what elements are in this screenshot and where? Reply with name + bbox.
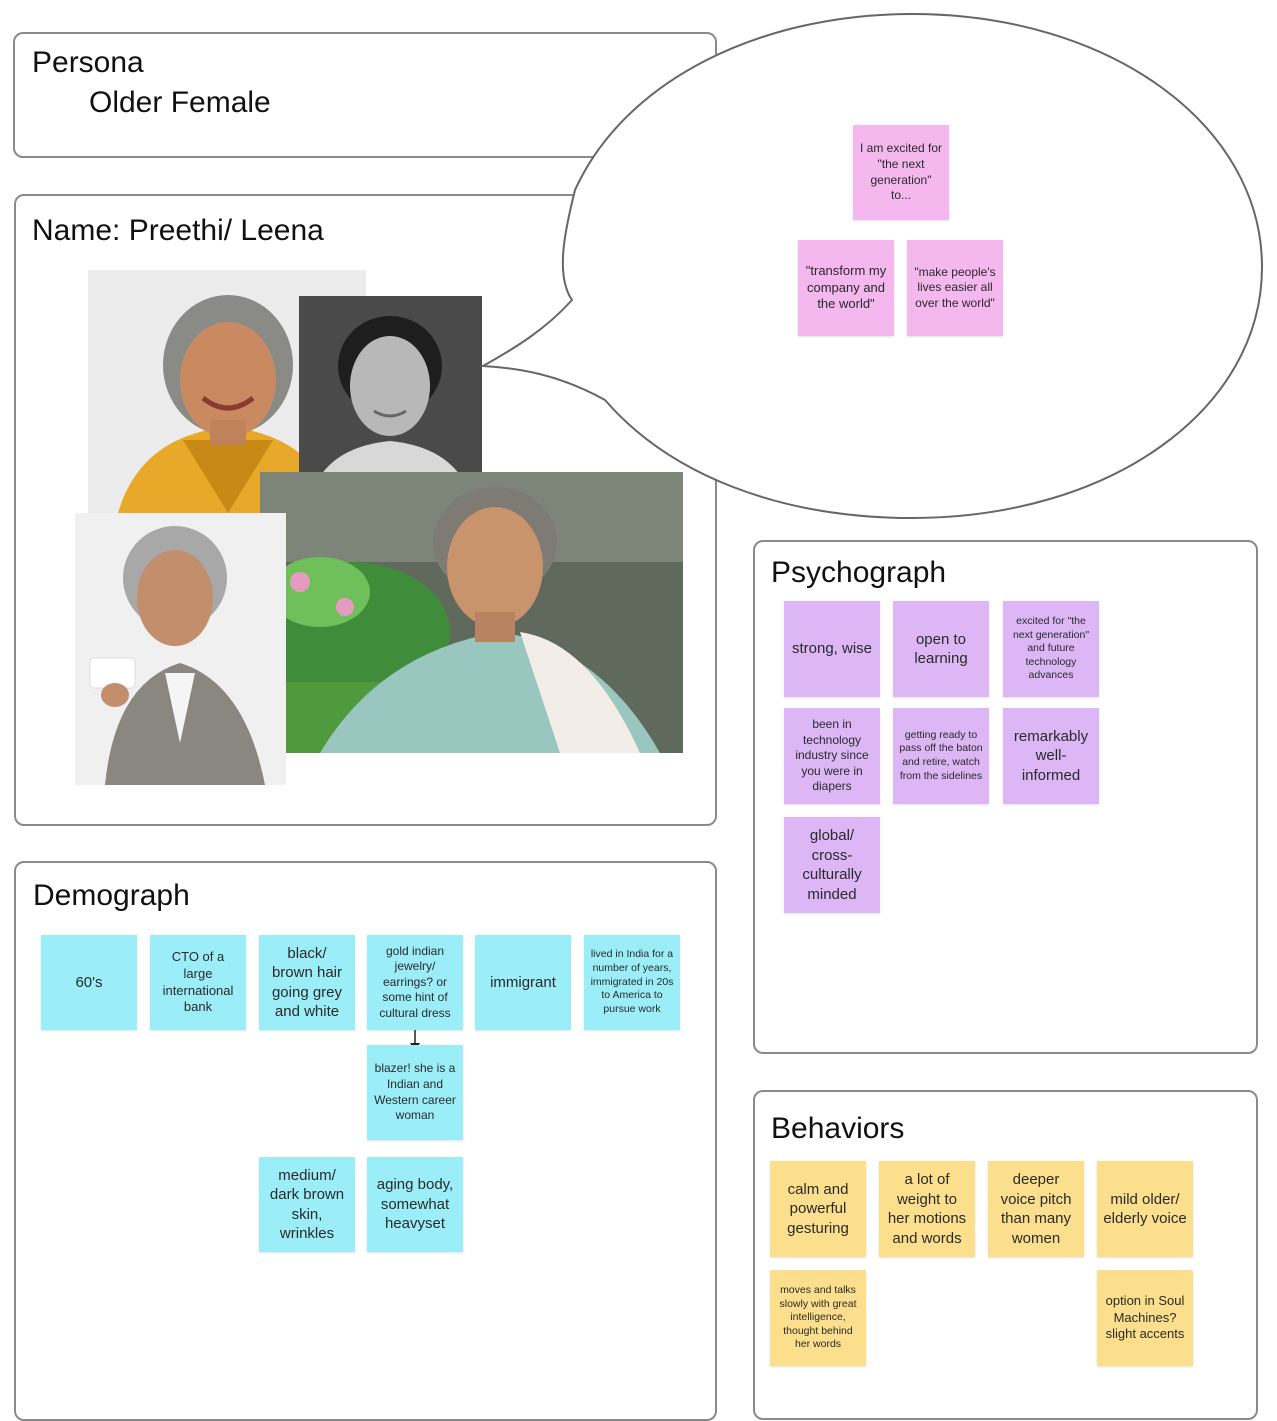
psychograph-note[interactable]: strong, wise bbox=[784, 601, 880, 697]
behaviors-title: Behaviors bbox=[771, 1112, 905, 1145]
psychograph-note[interactable]: been in technology industry since you we… bbox=[784, 708, 880, 804]
demograph-note[interactable]: immigrant bbox=[475, 935, 571, 1030]
behavior-note[interactable]: deeper voice pitch than many women bbox=[988, 1161, 1084, 1257]
demograph-note[interactable]: black/ brown hair going grey and white bbox=[259, 935, 355, 1030]
psychograph-note[interactable]: open to learning bbox=[893, 601, 989, 697]
psychograph-title: Psychograph bbox=[771, 556, 947, 589]
demograph-note[interactable]: medium/ dark brown skin, wrinkles bbox=[259, 1157, 355, 1252]
behavior-note[interactable]: a lot of weight to her motions and words bbox=[879, 1161, 975, 1257]
behavior-note[interactable]: moves and talks slowly with great intell… bbox=[770, 1270, 866, 1366]
bubble-note-intro[interactable]: I am excited for "the next generation" t… bbox=[853, 125, 949, 220]
behavior-note[interactable]: calm and powerful gesturing bbox=[770, 1161, 866, 1257]
persona-frame: Persona Older Female bbox=[13, 32, 717, 158]
bubble-note-quote-2[interactable]: "make people's lives easier all over the… bbox=[907, 240, 1003, 336]
photo-woman-blazer bbox=[75, 513, 286, 785]
persona-subtitle: Older Female bbox=[89, 86, 271, 119]
demograph-note[interactable]: 60's bbox=[41, 935, 137, 1030]
psychograph-note[interactable]: excited for "the next generation" and fu… bbox=[1003, 601, 1099, 697]
demograph-note[interactable]: gold indian jewelry/ earrings? or some h… bbox=[367, 935, 463, 1030]
demograph-note[interactable]: CTO of a large international bank bbox=[150, 935, 246, 1030]
psychograph-note[interactable]: getting ready to pass off the baton and … bbox=[893, 708, 989, 804]
demograph-title: Demograph bbox=[33, 879, 190, 912]
psychograph-note[interactable]: global/ cross-culturally minded bbox=[784, 817, 880, 913]
behavior-note[interactable]: option in Soul Machines? slight accents bbox=[1097, 1270, 1193, 1366]
behavior-note[interactable]: mild older/ elderly voice bbox=[1097, 1161, 1193, 1257]
psychograph-note[interactable]: remarkably well-informed bbox=[1003, 708, 1099, 804]
demograph-note[interactable]: lived in India for a number of years, im… bbox=[584, 935, 680, 1030]
speech-bubble bbox=[479, 12, 1264, 520]
demograph-note[interactable]: aging body, somewhat heavyset bbox=[367, 1157, 463, 1252]
name-title: Name: Preethi/ Leena bbox=[32, 214, 324, 247]
demograph-note[interactable]: blazer! she is a Indian and Western care… bbox=[367, 1045, 463, 1140]
photo-woman-black-white bbox=[299, 296, 482, 478]
photo-woman-garden bbox=[260, 472, 683, 753]
persona-title: Persona bbox=[32, 46, 144, 79]
bubble-note-quote-1[interactable]: "transform my company and the world" bbox=[798, 240, 894, 336]
